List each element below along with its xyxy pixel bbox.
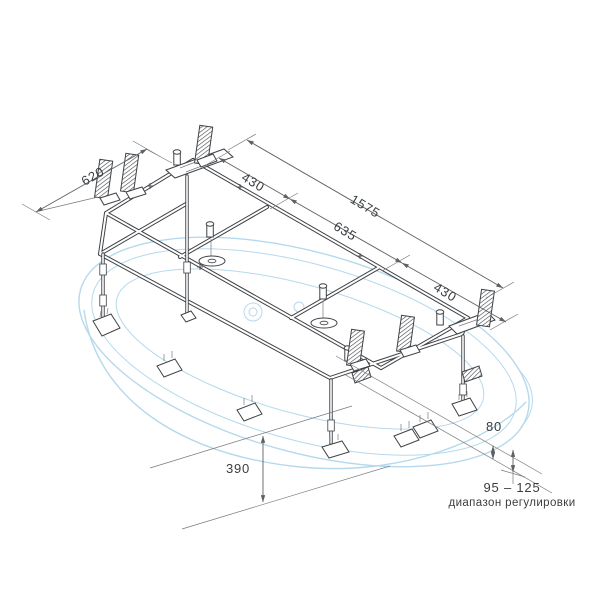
tub-rim-outer (78, 236, 530, 468)
wall-bracket-base (399, 344, 421, 358)
dim-label-1575: 1575 (348, 191, 383, 220)
dim-label-390: 390 (226, 461, 250, 476)
tub-skirt-right (518, 369, 533, 428)
tub-skirt-edge (83, 309, 527, 470)
leg-foot (180, 310, 197, 323)
leg-collar (459, 383, 467, 396)
wall-bracket-base (349, 358, 371, 372)
adjustable-leg-front (321, 378, 350, 459)
leg-foot (321, 440, 350, 459)
dimension-430-right (401, 262, 519, 331)
clamp-bracket-right (461, 365, 483, 383)
leg-collar (99, 294, 107, 307)
range-caption: диапазон регулировки (448, 497, 575, 509)
rim-foot (393, 421, 420, 448)
support-disc-left (198, 221, 226, 267)
adjustable-leg-left (92, 252, 121, 337)
drain-circle-inner (248, 307, 258, 317)
corner-bolt-top (172, 149, 182, 166)
leg-collar (99, 263, 107, 276)
tub-rim-inner (91, 248, 517, 456)
leg-foot (92, 313, 121, 337)
bathtub-outline (78, 236, 533, 470)
wall-bracket-base (196, 153, 218, 168)
leg-collar (183, 261, 191, 274)
corner-bolt-right (435, 309, 445, 326)
dimension-620 (21, 140, 173, 221)
dim-label-80: 80 (486, 419, 502, 434)
dimension-635 (289, 198, 411, 272)
dim-label-range-value: 95 – 125 (483, 480, 540, 495)
dimension-80-and-range (335, 355, 553, 494)
adjustable-leg-back (180, 174, 197, 323)
tub-basin (115, 268, 485, 430)
adjustable-leg-right (451, 334, 478, 417)
leg-collar (327, 419, 335, 432)
drain-circle (243, 302, 263, 322)
rim-foot (236, 395, 263, 422)
rim-foot (156, 351, 183, 378)
leg-foot (451, 397, 478, 417)
dimension-390 (149, 405, 391, 530)
